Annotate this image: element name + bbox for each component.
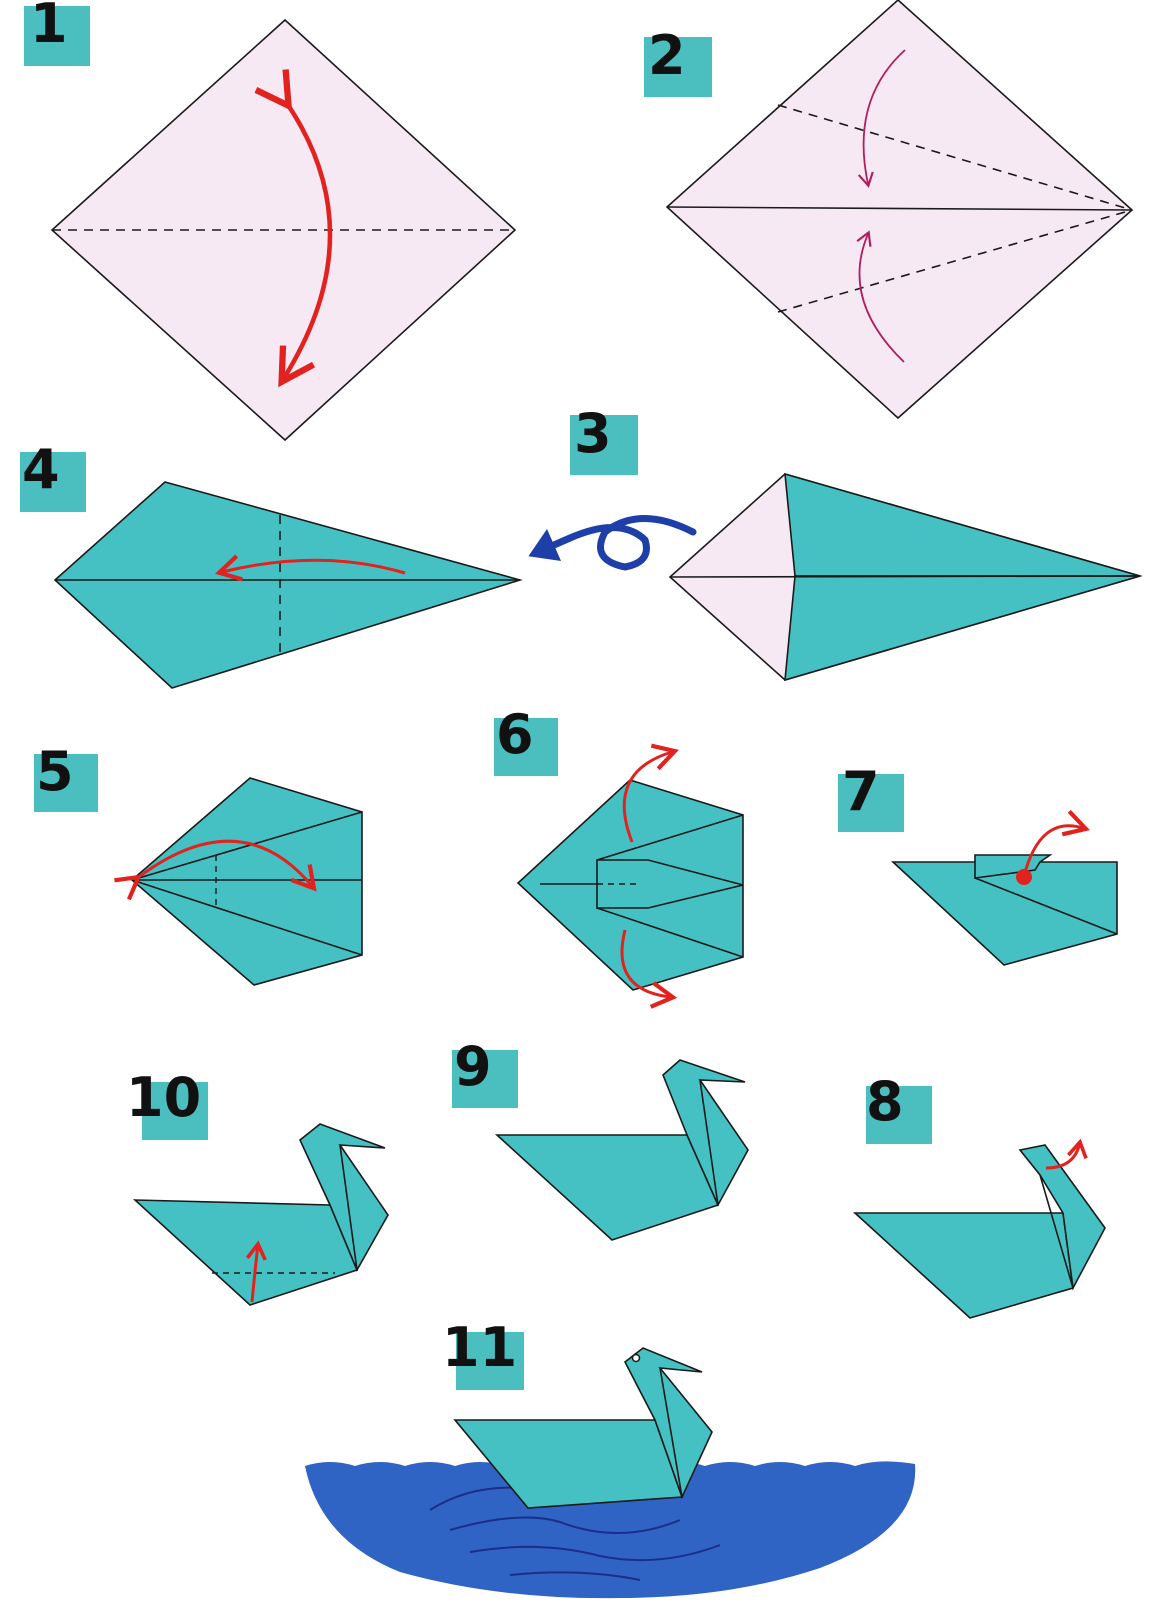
ripple-4 bbox=[509, 1571, 641, 1581]
step-9-neck bbox=[662, 1059, 749, 1207]
step-6-badge: 6 bbox=[494, 703, 558, 776]
step-11-badge-box bbox=[456, 1332, 524, 1390]
turn-over-arrow bbox=[528, 515, 697, 571]
step-5-badge: 5 bbox=[34, 740, 98, 812]
step-9: 9 bbox=[452, 1035, 749, 1241]
step-4-badge: 4 bbox=[20, 438, 86, 512]
step-3-badge: 3 bbox=[570, 402, 638, 475]
step-1-number: 1 bbox=[30, 0, 68, 55]
step-8-badge-box bbox=[866, 1086, 932, 1144]
step-9-number: 9 bbox=[454, 1035, 492, 1098]
step-11-number: 11 bbox=[442, 1316, 517, 1379]
step-7-fold-arrow bbox=[1022, 809, 1090, 877]
ripple-2 bbox=[449, 1516, 681, 1534]
step-7: 7 bbox=[838, 760, 1118, 966]
ripple-1 bbox=[429, 1486, 521, 1511]
step-4-kite bbox=[53, 481, 523, 689]
step-5-number: 5 bbox=[36, 740, 74, 803]
step-2-fold-arrow-top bbox=[857, 49, 906, 188]
step-2-fold-line-top bbox=[777, 104, 1133, 211]
step-6-fold-arrow-top bbox=[622, 743, 679, 843]
step-6-number: 6 bbox=[496, 703, 534, 766]
step-1-badge-box bbox=[24, 6, 90, 66]
swan-eye-icon bbox=[631, 1353, 641, 1363]
step-1: 1 bbox=[24, 0, 517, 442]
step-7-neck-flap bbox=[974, 854, 1053, 879]
step-2-fold-line-bottom bbox=[777, 209, 1133, 313]
step-1-fold-arrow bbox=[254, 69, 333, 388]
step-6-inner-flap bbox=[596, 859, 744, 909]
step-6-crease-upper bbox=[596, 814, 744, 861]
step-3-center-crease bbox=[669, 575, 1141, 578]
step-5-folded-shape bbox=[130, 777, 363, 986]
step-4-badge-box bbox=[20, 452, 86, 512]
step-7-badge-box bbox=[838, 774, 904, 832]
step-9-neck-crease bbox=[699, 1079, 719, 1206]
step-8-neck-crease bbox=[1039, 1174, 1074, 1289]
step-10-number: 10 bbox=[126, 1066, 201, 1129]
step-9-body bbox=[494, 1134, 720, 1241]
step-7-hold-point bbox=[1016, 869, 1032, 885]
step-6-badge-box bbox=[494, 718, 558, 776]
step-5: 5 bbox=[34, 740, 363, 986]
step-5-fold-arrow bbox=[114, 839, 317, 901]
step-2: 2 bbox=[644, 0, 1134, 420]
step-11: 11 bbox=[305, 1316, 916, 1599]
step-9-badge-box bbox=[452, 1050, 518, 1108]
step-7-body bbox=[890, 861, 1118, 966]
step-7-number: 7 bbox=[842, 760, 880, 823]
step-7-badge: 7 bbox=[838, 760, 904, 832]
step-11-badge: 11 bbox=[442, 1316, 524, 1390]
step-3-badge-box bbox=[570, 415, 638, 475]
step-4-fold-arrow bbox=[214, 554, 406, 582]
step-10-neck-crease bbox=[339, 1144, 358, 1271]
step-10-neck bbox=[299, 1123, 389, 1272]
step-10: 10 bbox=[126, 1066, 389, 1306]
step-2-number: 2 bbox=[648, 24, 686, 87]
step-5-badge-box bbox=[34, 754, 98, 812]
step-9-badge: 9 bbox=[452, 1035, 518, 1108]
step-10-badge-box bbox=[142, 1082, 208, 1140]
step-2-fold-arrow-bottom bbox=[856, 230, 905, 363]
step-4: 4 bbox=[20, 438, 523, 689]
step-10-fold-arrow bbox=[245, 1240, 267, 1303]
step-8-badge: 8 bbox=[866, 1070, 932, 1144]
step-4-number: 4 bbox=[22, 438, 60, 501]
step-10-body bbox=[132, 1199, 359, 1306]
step-7-crease bbox=[974, 877, 1118, 935]
step-6-crease-lower bbox=[596, 907, 744, 958]
step-10-badge: 10 bbox=[126, 1066, 208, 1140]
step-3-upper-flap bbox=[784, 472, 1141, 577]
step-8: 8 bbox=[852, 1070, 1106, 1319]
step-3-lower-flap bbox=[784, 575, 1141, 682]
step-11-neck-crease bbox=[659, 1367, 683, 1498]
step-8-fold-arrow bbox=[1045, 1138, 1088, 1170]
step-2-badge: 2 bbox=[644, 24, 712, 97]
step-2-badge-box bbox=[644, 37, 712, 97]
step-8-number: 8 bbox=[866, 1070, 904, 1133]
step-3-number: 3 bbox=[574, 402, 612, 465]
step-6: 6 bbox=[494, 703, 744, 1009]
step-2-center-crease bbox=[666, 206, 1133, 211]
ripple-3 bbox=[469, 1544, 721, 1562]
step-8-body bbox=[852, 1212, 1074, 1319]
step-1-badge: 1 bbox=[24, 0, 90, 66]
step-3: 3 bbox=[528, 402, 1143, 682]
step-6-fold-arrow-bottom bbox=[620, 929, 678, 1009]
